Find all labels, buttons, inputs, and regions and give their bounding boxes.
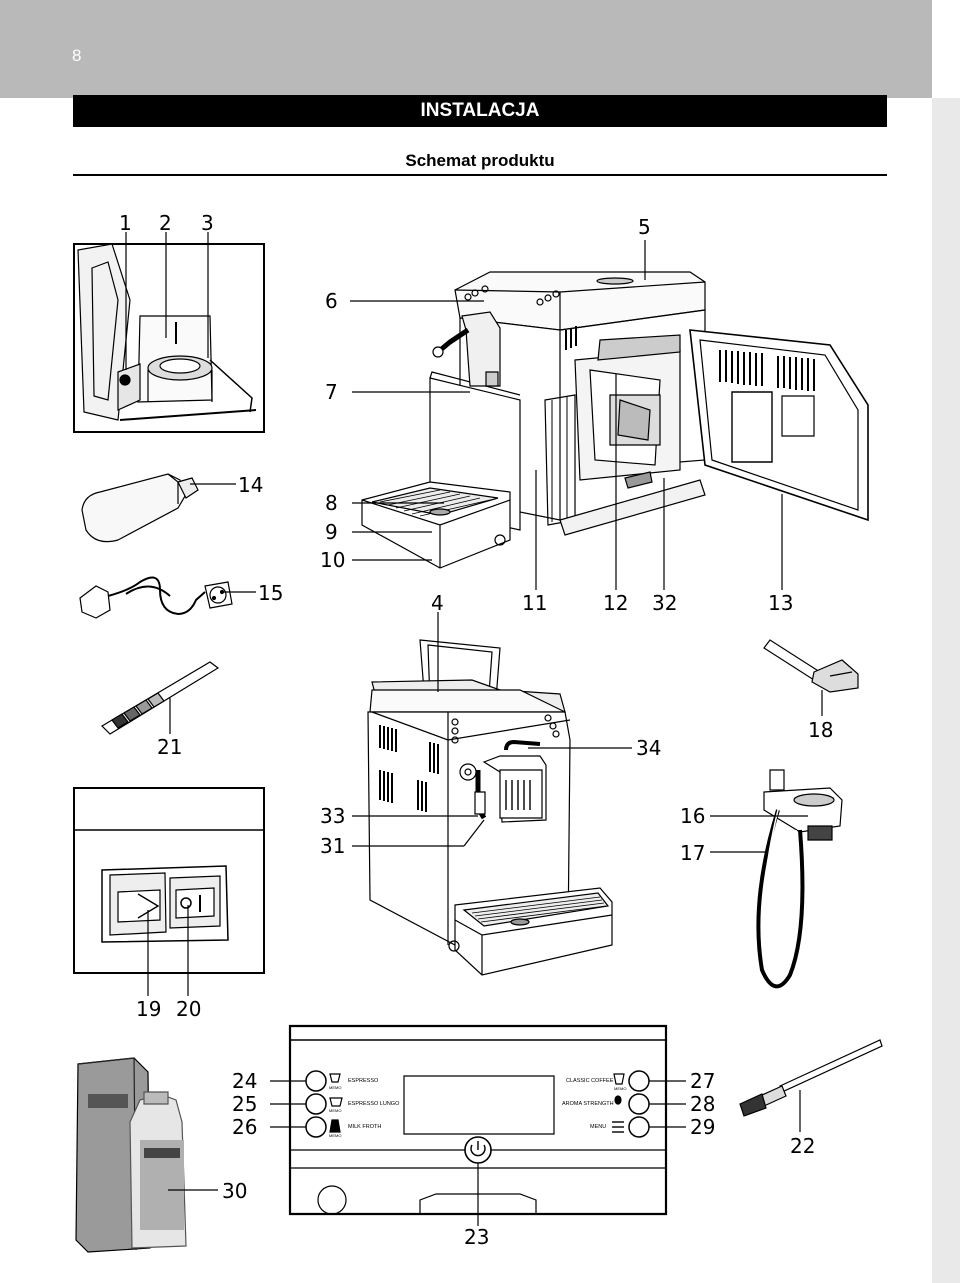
callout-29: 29 [690, 1115, 716, 1139]
callout-13: 13 [768, 591, 794, 615]
callout-12: 12 [603, 591, 629, 615]
callout-25: 25 [232, 1092, 258, 1116]
callout-1: 1 [119, 211, 132, 235]
label-classic-coffee: CLASSIC COFFEE [566, 1078, 614, 1084]
callout-4: 4 [431, 591, 444, 615]
cup-icon [330, 1074, 340, 1082]
measuring-scoop [764, 640, 858, 692]
coffee-machine-closed [368, 640, 612, 975]
menu-list-icon [612, 1122, 624, 1132]
label-menu: MENU [590, 1124, 607, 1130]
label-milk-froth: MILK FROTH [348, 1124, 382, 1130]
label-memo-4: MEMO [614, 1086, 627, 1091]
power-cord [80, 578, 232, 619]
callout-14: 14 [238, 473, 264, 497]
callout-23: 23 [464, 1225, 490, 1249]
callout-20: 20 [176, 997, 202, 1021]
callout-17: 17 [680, 841, 706, 865]
callout-30: 30 [222, 1179, 248, 1203]
aroma-bean-icon [615, 1096, 621, 1104]
page-subtitle: Schemat produktu [405, 151, 555, 170]
callout-10: 10 [320, 548, 346, 572]
callout-32: 32 [652, 591, 678, 615]
callout-2: 2 [159, 211, 172, 235]
callout-18: 18 [808, 718, 834, 742]
callout-31: 31 [320, 834, 346, 858]
label-aroma-strength: AROMA STRENGTH [562, 1101, 614, 1107]
water-hardness-strip [0, 0, 218, 734]
callout-11: 11 [522, 591, 548, 615]
milk-hose [758, 770, 842, 986]
callout-15: 15 [258, 581, 284, 605]
callout-3: 3 [201, 211, 214, 235]
callout-27: 27 [690, 1069, 716, 1093]
label-espresso-lungo: ESPRESSO LUNGO [348, 1101, 400, 1107]
page-edge-strip [932, 98, 960, 1283]
callout-34: 34 [636, 736, 662, 760]
power-icon [471, 1145, 485, 1156]
grease-tube [82, 474, 198, 542]
descaler-pack [76, 1058, 186, 1252]
callout-16: 16 [680, 804, 706, 828]
callout-22: 22 [790, 1134, 816, 1158]
subtitle-rule [73, 174, 887, 176]
callout-9: 9 [325, 520, 338, 544]
label-memo-3: MEMO [329, 1133, 342, 1138]
callout-28: 28 [690, 1092, 716, 1116]
label-memo-2: MEMO [329, 1108, 342, 1113]
callout-8: 8 [325, 491, 338, 515]
section-title: INSTALACJA [73, 95, 887, 127]
callout-26: 26 [232, 1115, 258, 1139]
label-espresso: ESPRESSO [348, 1078, 379, 1084]
coffee-machine-open [362, 272, 868, 568]
callout-24: 24 [232, 1069, 258, 1093]
callout-21: 21 [157, 735, 183, 759]
callout-19: 19 [136, 997, 162, 1021]
power-switch-detail [74, 788, 264, 973]
callout-6: 6 [325, 289, 338, 313]
callout-5: 5 [638, 215, 651, 239]
header-band [0, 0, 932, 98]
cleaning-brush [740, 1040, 882, 1116]
callout-33: 33 [320, 804, 346, 828]
page-number: 8 [72, 46, 82, 65]
water-tank-detail [74, 244, 264, 432]
cup-icon [330, 1098, 342, 1106]
milk-jug-icon [330, 1120, 340, 1132]
label-memo-1: MEMO [329, 1085, 342, 1090]
callout-7: 7 [325, 380, 338, 404]
cup-icon [614, 1074, 624, 1084]
